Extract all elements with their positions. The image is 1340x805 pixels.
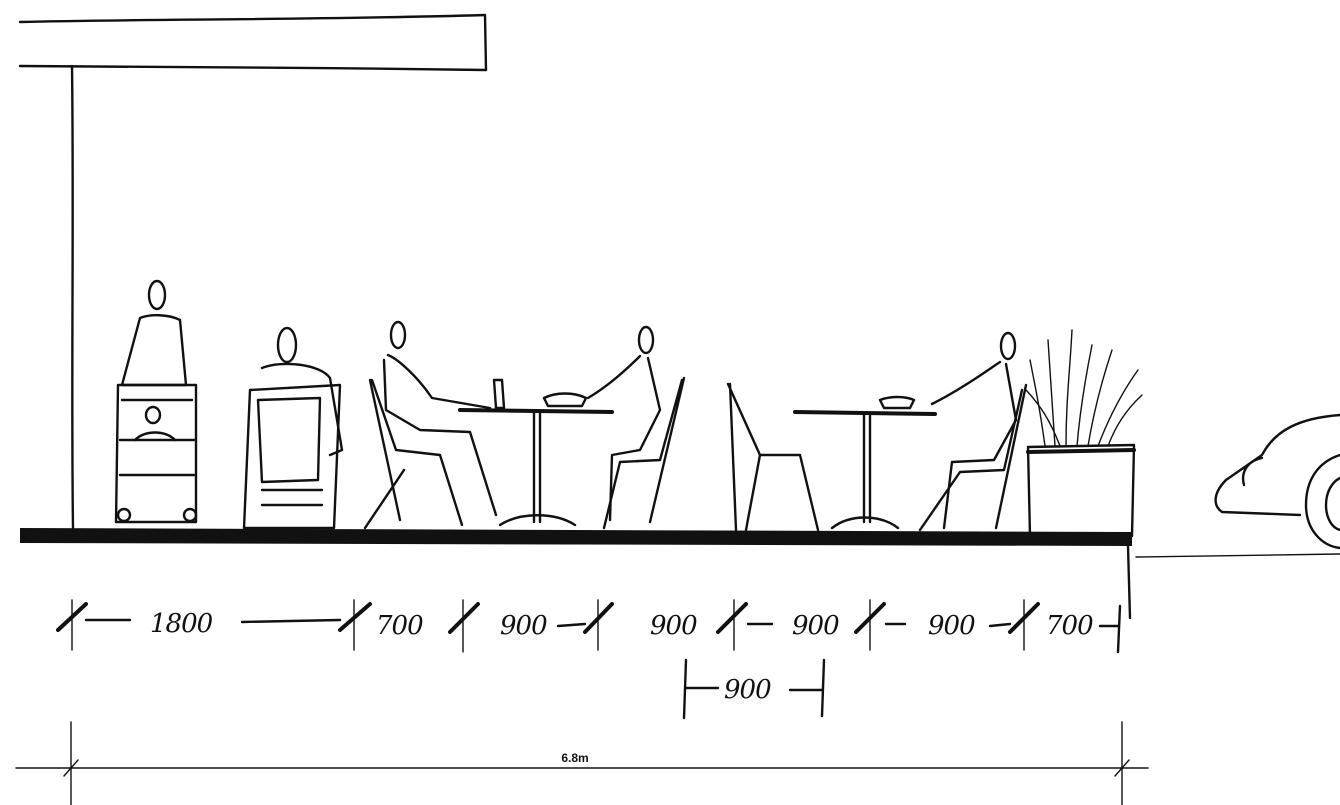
empty-chair [726, 382, 820, 532]
pedestrian-with-pram [114, 279, 198, 524]
seated-person-bench [242, 326, 344, 530]
sub-dimension-label: 900 [724, 675, 771, 705]
dimension-label-1800: 1800 [150, 609, 213, 639]
awning [18, 13, 488, 530]
cafe-table-right [793, 395, 937, 530]
dimension-tick [338, 602, 372, 632]
dimension-tick [1116, 604, 1122, 654]
dimension-label-700-left: 700 [376, 611, 423, 641]
overall-width-label: 6.8m [561, 751, 588, 765]
diner-left [363, 320, 498, 530]
dimension-tick [716, 602, 748, 634]
dimension-tick [583, 602, 614, 634]
cafe-table-left [458, 378, 614, 527]
dimension-tick [854, 602, 886, 634]
parked-car [1214, 413, 1340, 550]
sub-dimension: 900 [682, 658, 826, 720]
planter-box [1025, 329, 1143, 538]
dimension-label-700-right: 700 [1046, 611, 1093, 641]
dimension-tick [1008, 602, 1040, 634]
diner-right-of-left-table [586, 325, 686, 530]
dimension-tick [56, 602, 88, 632]
footpath-slab [20, 528, 1340, 620]
dimension-string: 1800 700 900 900 900 900 700 [56, 599, 1122, 654]
dimension-label-900-1: 900 [500, 611, 547, 641]
dimension-label-900-3: 900 [792, 611, 839, 641]
dimension-label-900-4: 900 [928, 611, 975, 641]
dimension-tick [448, 602, 480, 634]
overall-dimension: 6.8m [15, 721, 1149, 805]
diner-right [918, 331, 1028, 532]
dimension-label-900-2: 900 [650, 611, 697, 641]
